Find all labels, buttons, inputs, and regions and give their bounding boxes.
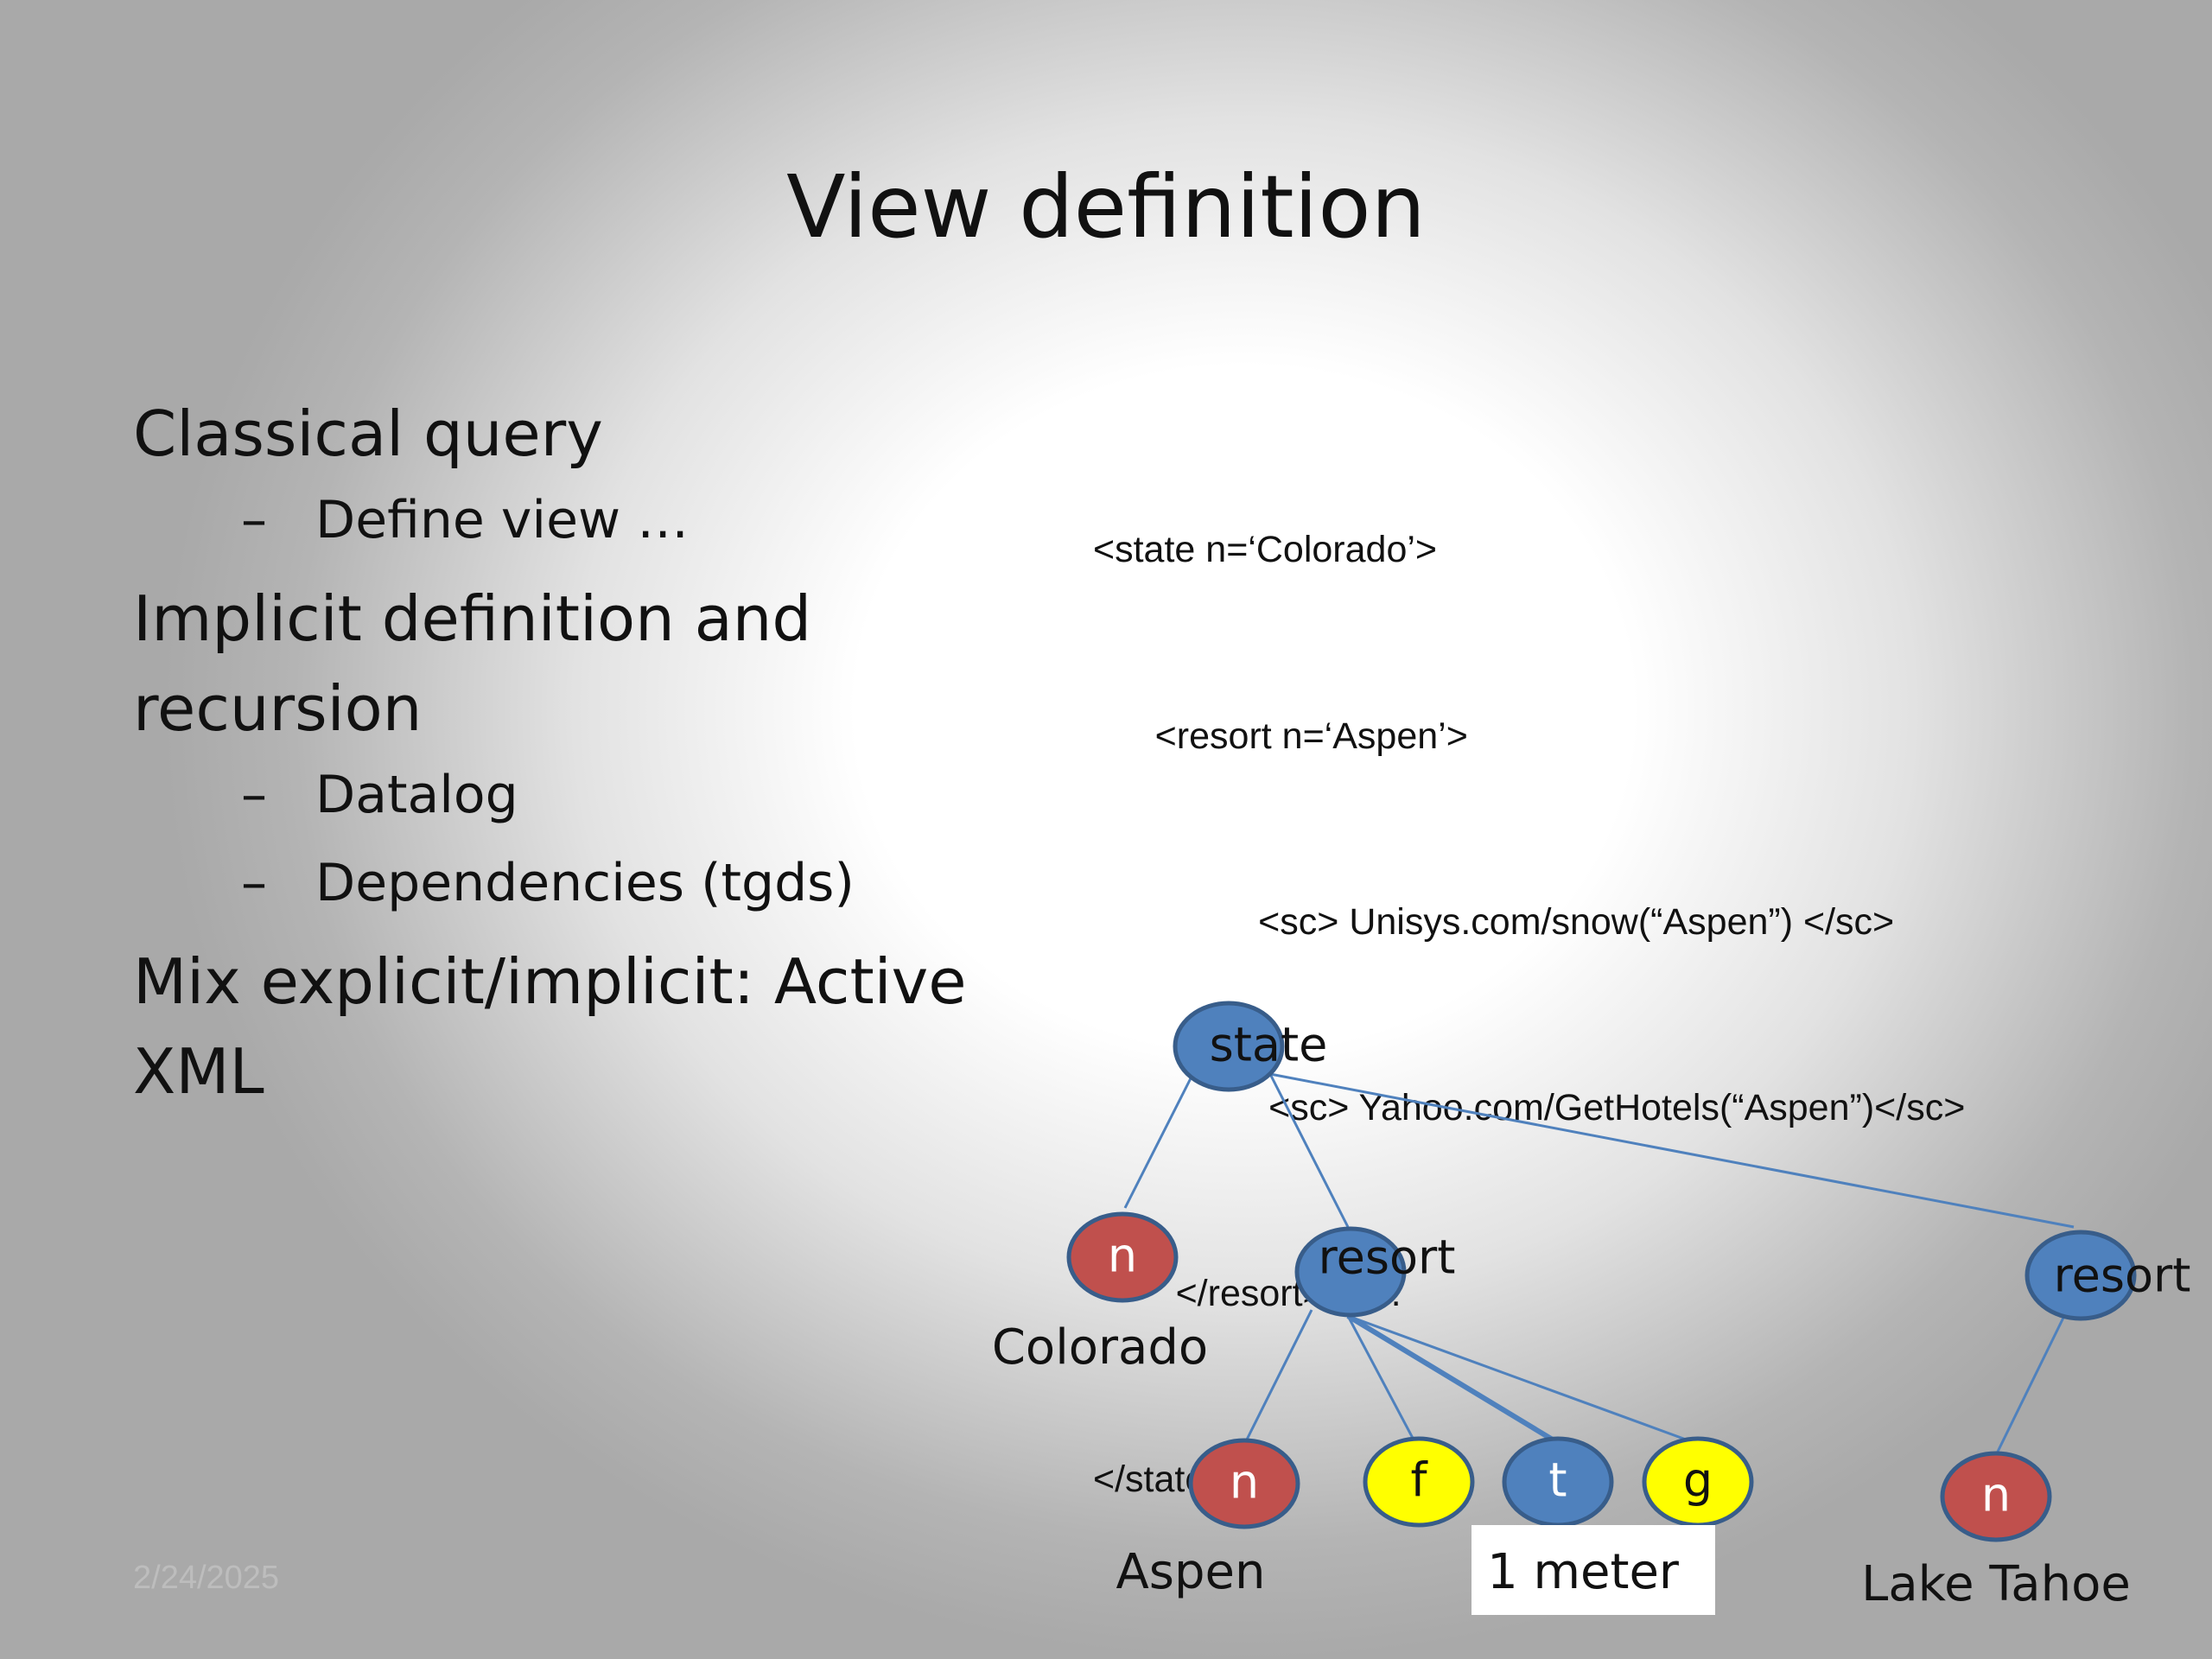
edge-state-n: [1123, 1077, 1192, 1209]
edge-resort-t: [1346, 1313, 1557, 1444]
bullet-implicit-definition: Implicit definition and recursion: [133, 582, 812, 745]
sub-bullet-text: Datalog: [315, 765, 518, 825]
dash-glyph: –: [241, 765, 267, 825]
edge-state-resort-tahoe: [1269, 1072, 2075, 1229]
dash-glyph: –: [241, 853, 267, 913]
node-resort-tahoe: [2024, 1230, 2137, 1321]
node-n-tahoe: [1940, 1451, 2052, 1542]
edge-resort-g: [1347, 1314, 1696, 1445]
slide-title: View definition: [786, 156, 1426, 257]
xml-code-block: <state n=‘Colorado’> <resort n=‘Aspen’> …: [1093, 396, 1965, 1573]
node-resort-aspen: [1294, 1226, 1407, 1318]
sub-bullet-define-view: – Define view …: [241, 486, 997, 555]
node-state: [1173, 1001, 1285, 1092]
leaf-label-colorado: Colorado: [992, 1319, 1208, 1376]
node-label-n-aspen: n: [1230, 1455, 1259, 1510]
sub-bullet-text: Dependencies (tgds): [315, 853, 855, 913]
sub-bullet-text: Define view …: [315, 490, 690, 550]
sub-bullet-datalog: – Datalog: [241, 760, 997, 830]
node-label-g: g: [1683, 1453, 1713, 1508]
dash-glyph: –: [241, 490, 267, 550]
leaf-label-lake-tahoe: Lake Tahoe: [1861, 1556, 2131, 1612]
edge-tahoe-n: [1996, 1317, 2065, 1452]
edge-resort-n: [1244, 1309, 1313, 1442]
slide-date: 2/24/2025: [133, 1560, 280, 1596]
node-label-f: f: [1410, 1453, 1428, 1508]
node-n-colorado: [1066, 1211, 1179, 1303]
code-line: <resort n=‘Aspen’>: [1093, 715, 1468, 757]
bullet-active-xml: Mix explicit/implicit: Active XML: [133, 945, 967, 1108]
node-label-resort-aspen: resort: [1319, 1230, 1456, 1285]
leaf-label-meter: 1 meter: [1487, 1544, 1680, 1600]
node-label-state: state: [1210, 1018, 1328, 1072]
edge-state-resort-aspen: [1268, 1073, 1350, 1228]
node-labels: state n resort resort n f t g n: [1108, 1018, 2191, 1522]
node-f: [1363, 1436, 1475, 1528]
code-line: <state n=‘Colorado’>: [1093, 529, 1438, 571]
bullet-classical-query: Classical query: [133, 397, 603, 470]
leaf-label-aspen: Aspen: [1116, 1544, 1266, 1600]
tree-nodes: [1066, 1001, 2137, 1542]
leaf-value-labels: Colorado Aspen 1 meter Lake Tahoe: [992, 1319, 2131, 1615]
node-label-n-colorado: n: [1108, 1229, 1137, 1283]
node-label-n-tahoe: n: [1981, 1468, 2011, 1522]
sub-bullet-dependencies: – Dependencies (tgds): [241, 849, 997, 918]
bullet-list: Classical query – Define view … Implicit…: [133, 389, 997, 1123]
code-line: <sc> Unisys.com/snow(“Aspen”) </sc>: [1093, 900, 1895, 943]
code-line: <sc> Yahoo.com/GetHotels(“Aspen”)</sc>: [1093, 1086, 1966, 1128]
node-label-resort-tahoe: resort: [2054, 1249, 2191, 1303]
node-n-aspen: [1188, 1438, 1300, 1529]
tree-edges: [1123, 1072, 2075, 1452]
meter-value-box: [1471, 1525, 1715, 1615]
node-label-t: t: [1548, 1453, 1567, 1508]
edge-resort-f: [1346, 1315, 1417, 1444]
